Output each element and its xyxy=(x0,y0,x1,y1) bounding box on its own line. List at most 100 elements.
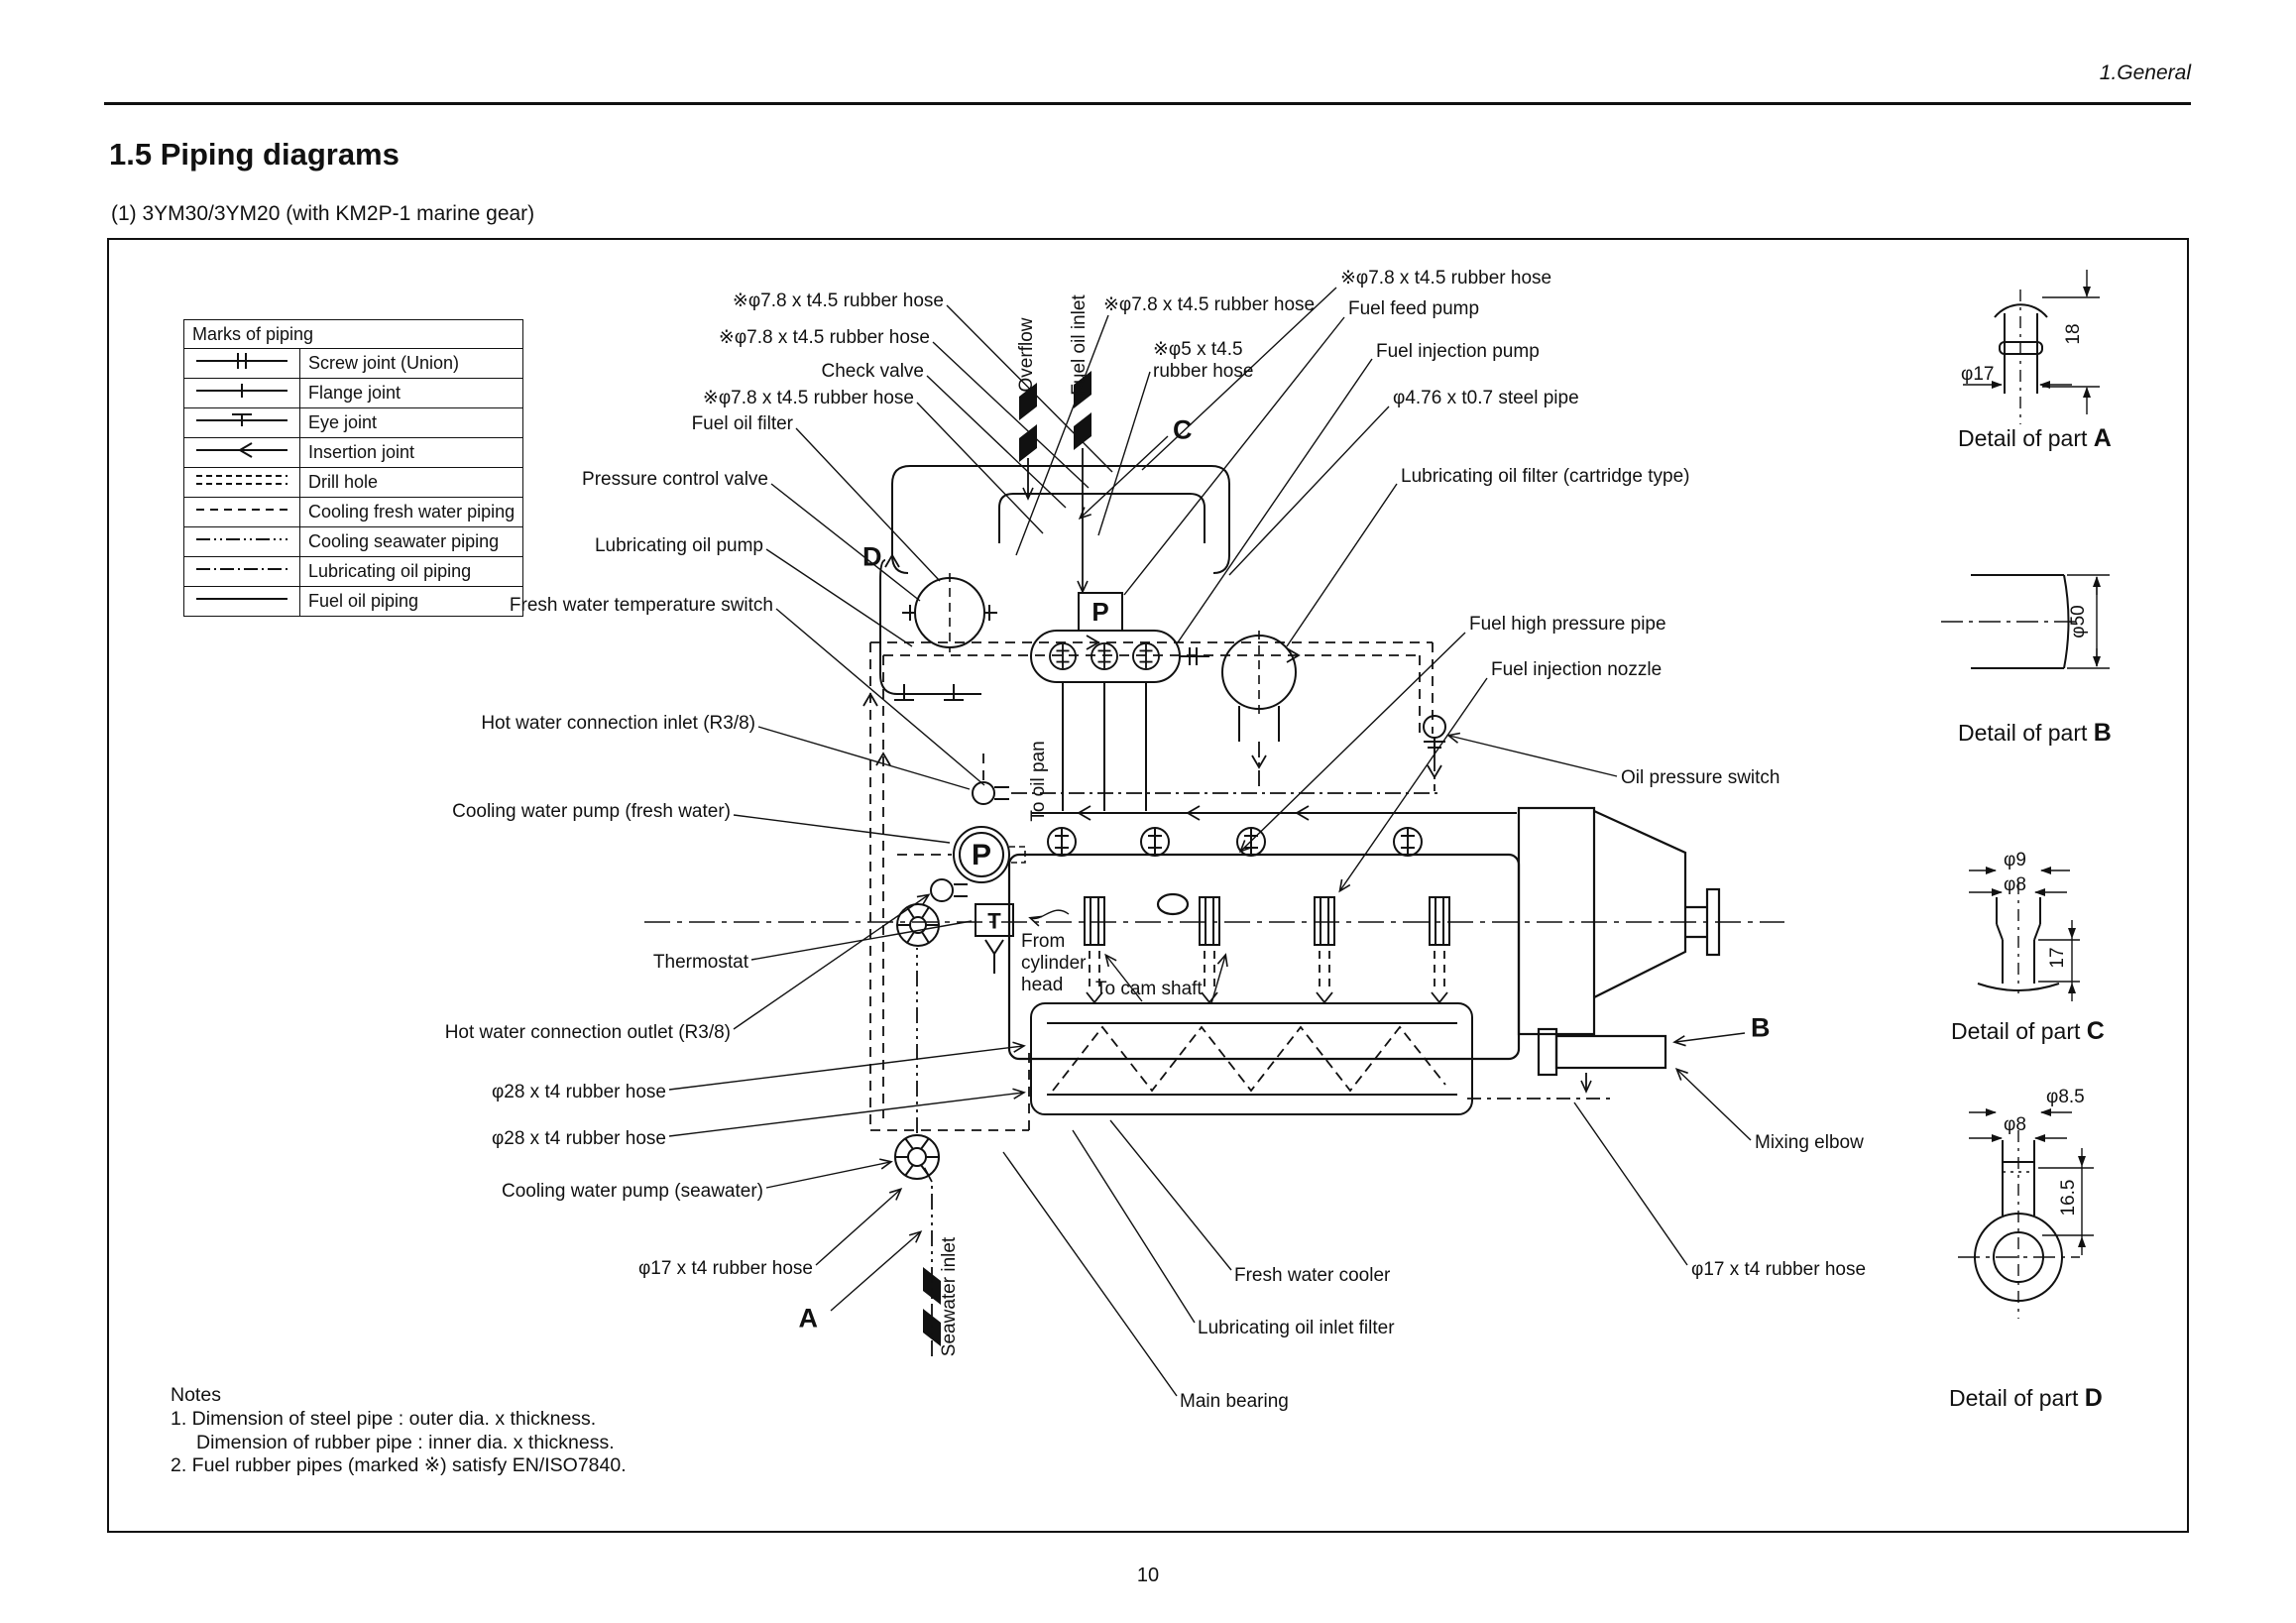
page-subtitle: (1) 3YM30/3YM20 (with KM2P-1 marine gear… xyxy=(111,202,535,225)
notes-line-3: 2. Fuel rubber pipes (marked ※) satisfy … xyxy=(171,1454,627,1477)
callout-hose78-1: ※φ7.8 x t4.5 rubber hose xyxy=(732,290,944,312)
pump-impeller xyxy=(896,903,940,947)
cooling-fresh-piping xyxy=(869,641,1434,1131)
legend-row-fuel-oil: Fuel oil piping xyxy=(183,586,524,617)
callout-fuel-high-pressure-pipe: Fuel high pressure pipe xyxy=(1469,614,1666,636)
callout-hose78-3: ※φ7.8 x t4.5 rubber hose xyxy=(702,388,914,409)
callout-hose78-top: ※φ7.8 x t4.5 rubber hose xyxy=(1340,268,1552,290)
callout-hose17-right: φ17 x t4 rubber hose xyxy=(1691,1259,1867,1281)
legend-row-fresh-water: Cooling fresh water piping xyxy=(183,497,524,527)
legend-row-insertion-joint: Insertion joint xyxy=(183,437,524,468)
legend-label: Screw joint (Union) xyxy=(298,348,524,379)
callout-dim-a-length: 18 xyxy=(2063,323,2085,345)
legend-row-screw-joint: Screw joint (Union) xyxy=(183,348,524,379)
chapter-header: 1.General xyxy=(2099,61,2191,84)
callout-label-b: B xyxy=(1751,1012,1771,1043)
callout-hose78-4: ※φ7.8 x t4.5 rubber hose xyxy=(1103,294,1316,316)
legend-header: Marks of piping xyxy=(182,319,524,349)
lub-oil-icon xyxy=(196,568,287,570)
legend-label: Lubricating oil piping xyxy=(298,556,524,587)
callout-dim-d-d8: φ8 xyxy=(2004,1114,2026,1136)
detail-c-drawing xyxy=(1969,867,2080,1001)
callout-dim-d-length: 16.5 xyxy=(2058,1179,2080,1217)
callout-hot-water-connection-outlet: Hot water connection outlet (R3/8) xyxy=(444,1022,731,1044)
legend-row-seawater: Cooling seawater piping xyxy=(183,526,524,557)
callout-to-oil-pan: To oil pan xyxy=(1028,741,1050,822)
callout-fuel-injection-pump: Fuel injection pump xyxy=(1376,341,1540,363)
fresh-water-icon xyxy=(196,509,287,511)
callout-check-valve: Check valve xyxy=(821,361,925,383)
callout-to-cam-shaft: To cam shaft xyxy=(1095,979,1203,1000)
notes-line-1: 1. Dimension of steel pipe : outer dia. … xyxy=(171,1407,597,1430)
callout-pressure-control-valve: Pressure control valve xyxy=(582,469,768,491)
page-title: 1.5 Piping diagrams xyxy=(109,137,400,172)
page-number: 10 xyxy=(1136,1565,1160,1586)
flange-joint-symbol xyxy=(183,378,300,408)
seawater-pump xyxy=(894,1134,940,1180)
callout-from-cylinder-head: From cylinder head xyxy=(1021,931,1087,995)
callout-cooling-water-pump-seawater: Cooling water pump (seawater) xyxy=(501,1181,763,1203)
notes-block: Notes 1. Dimension of steel pipe : outer… xyxy=(171,1384,627,1478)
cooling-seawater-piping xyxy=(916,948,933,1356)
callout-hose28-1: φ28 x t4 rubber hose xyxy=(491,1082,666,1103)
callout-hose78-2: ※φ7.8 x t4.5 rubber hose xyxy=(718,327,930,349)
callout-pump-letter-feed: P xyxy=(1091,597,1109,628)
callout-cooling-water-pump-fresh: Cooling water pump (fresh water) xyxy=(452,801,731,823)
callout-dim-d-d85: φ8.5 xyxy=(2046,1087,2085,1108)
seawater-symbol xyxy=(183,526,300,557)
screw-joint-symbol xyxy=(183,348,300,379)
drill-hole-symbol xyxy=(183,467,300,498)
callout-thermostat-letter: T xyxy=(987,908,1001,934)
notes-line-2: Dimension of rubber pipe : inner dia. x … xyxy=(196,1431,615,1453)
fuel-system xyxy=(879,448,1517,857)
callout-mixing-elbow: Mixing elbow xyxy=(1755,1132,1864,1154)
callout-dim-c-d8: φ8 xyxy=(2004,874,2026,896)
callout-dim-b-diameter: φ50 xyxy=(2068,605,2090,638)
legend-label: Eye joint xyxy=(298,407,524,438)
callout-lubricating-oil-inlet-filter: Lubricating oil inlet filter xyxy=(1198,1318,1395,1339)
eye-joint-symbol xyxy=(183,407,300,438)
fresh-water-symbol xyxy=(183,497,300,527)
detail-b-drawing xyxy=(1941,574,2110,669)
callout-hot-water-connection-inlet: Hot water connection inlet (R3/8) xyxy=(481,713,755,735)
header-rule xyxy=(104,102,2191,105)
callout-dim-c-length: 17 xyxy=(2047,947,2069,969)
callout-fuel-injection-nozzle: Fuel injection nozzle xyxy=(1491,659,1663,681)
notes-title: Notes xyxy=(171,1384,221,1406)
detail-a-drawing xyxy=(1963,270,2100,424)
piping-legend: Marks of piping Screw joint (Union)Flang… xyxy=(182,319,524,617)
callout-oil-pressure-switch: Oil pressure switch xyxy=(1621,767,1780,789)
callout-thermostat: Thermostat xyxy=(652,952,748,974)
callout-pump-letter-fresh: P xyxy=(971,838,992,871)
fuel-oil-symbol xyxy=(183,586,300,617)
flow-flags xyxy=(923,371,1091,1346)
callout-hose5: ※φ5 x t4.5 rubber hose xyxy=(1153,339,1254,382)
callout-fuel-oil-filter: Fuel oil filter xyxy=(691,413,793,435)
callout-label-d: D xyxy=(862,541,882,572)
detail-caption-a: Detail of part A xyxy=(1958,424,2112,452)
drill-hole-icon xyxy=(196,475,287,485)
callout-steel-pipe: φ4.76 x t0.7 steel pipe xyxy=(1393,388,1579,409)
callout-label-c: C xyxy=(1173,414,1193,445)
callout-label-a: A xyxy=(798,1303,819,1333)
callout-fresh-water-cooler: Fresh water cooler xyxy=(1234,1265,1391,1287)
seawater-icon xyxy=(196,538,287,540)
callout-overflow: Overflow xyxy=(1016,317,1038,393)
screw-joint-icon xyxy=(196,353,287,369)
callout-hose28-2: φ28 x t4 rubber hose xyxy=(491,1128,666,1150)
diagram-frame xyxy=(107,238,2189,1533)
detail-caption-d: Detail of part D xyxy=(1949,1384,2103,1412)
detail-caption-b: Detail of part B xyxy=(1958,719,2112,747)
legend-label: Cooling fresh water piping xyxy=(298,497,524,527)
eye-joint-icon xyxy=(196,413,287,426)
insertion-joint-symbol xyxy=(183,437,300,468)
callout-dim-c-d9: φ9 xyxy=(2004,850,2026,871)
callout-lubricating-oil-filter: Lubricating oil filter (cartridge type) xyxy=(1401,466,1690,488)
callout-fuel-oil-inlet: Fuel oil inlet xyxy=(1069,294,1091,396)
legend-row-lub-oil: Lubricating oil piping xyxy=(183,556,524,587)
leader-lines xyxy=(668,287,1752,1397)
legend-label: Drill hole xyxy=(298,467,524,498)
detail-d-drawing xyxy=(1958,1108,2094,1319)
callout-seawater-inlet: Seawater inlet xyxy=(939,1236,961,1357)
